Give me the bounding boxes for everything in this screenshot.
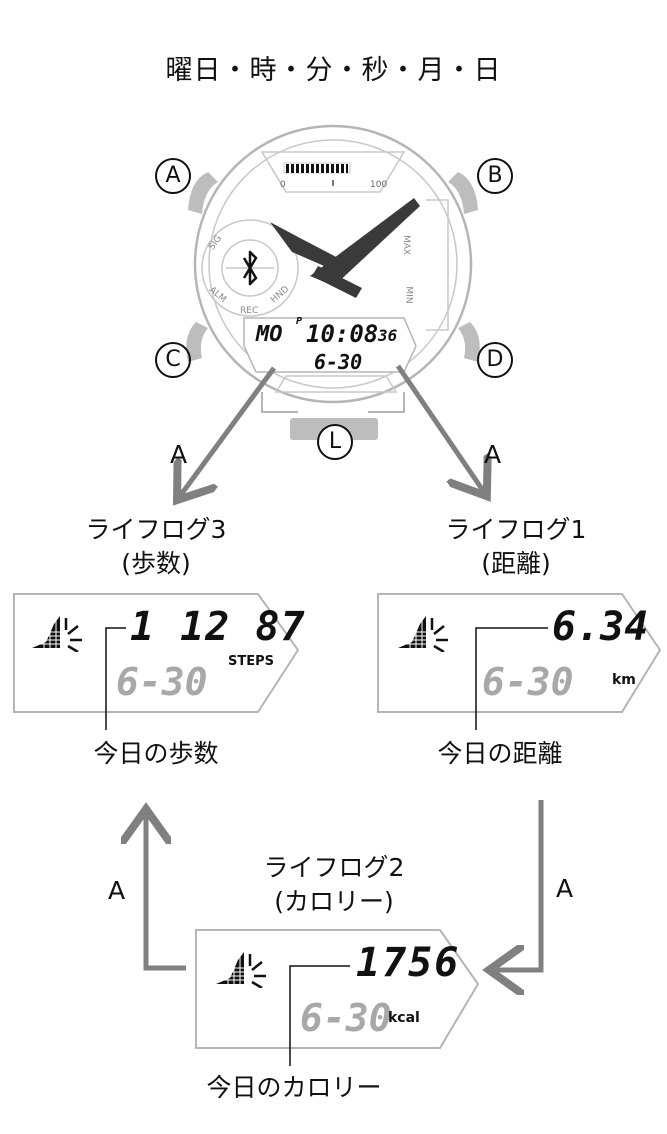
lifelog1-caption-pointer xyxy=(475,627,548,730)
button-d-shape[interactable] xyxy=(458,322,480,362)
lifelog1-caption: 今日の距離 xyxy=(437,739,563,768)
button-b-shape[interactable] xyxy=(448,172,478,214)
lifelog2-subtitle: (カロリー) xyxy=(274,887,394,916)
watch-time: 10:08 xyxy=(306,320,379,348)
side-label-min: MIN xyxy=(403,286,414,304)
arrow-label-bottom-right: A xyxy=(556,874,574,903)
button-c-shape[interactable] xyxy=(186,322,208,362)
bluetooth-icon xyxy=(242,250,258,286)
arrow-lifelog2-to-lifelog3 xyxy=(146,814,186,971)
button-b-label: B xyxy=(477,158,513,194)
lifelog2-date: 6-30 xyxy=(300,996,392,1040)
lifelog2-unit: kcal xyxy=(388,1010,420,1026)
arrow-to-lifelog1 xyxy=(395,364,484,492)
button-l-label: L xyxy=(317,424,353,460)
lifelog3-date: 6-30 xyxy=(116,660,208,704)
watch-seconds: 36 xyxy=(378,326,398,345)
lifelog3-caption-pointer xyxy=(105,627,126,730)
step-gauge xyxy=(283,162,351,174)
lifelog3-caption: 今日の歩数 xyxy=(93,739,219,768)
lifelog3-activity-icon xyxy=(30,612,86,656)
arrow-label-bottom-left: A xyxy=(108,876,126,905)
lifelog1-subtitle: (距離) xyxy=(481,549,551,578)
watch-day: MO xyxy=(256,322,283,347)
lifelog1-title: ライフログ1 xyxy=(445,515,587,544)
hour-hand xyxy=(270,222,342,272)
watch xyxy=(186,124,480,440)
lifelog3-unit: STEPS xyxy=(228,654,275,669)
watch-pm-indicator: P xyxy=(296,316,303,327)
lifelog1-activity-icon xyxy=(396,612,452,656)
lifelog2-activity-icon xyxy=(214,948,270,992)
lifelog2-title: ライフログ2 xyxy=(263,853,405,882)
lifelog2-screen xyxy=(195,929,480,1049)
watch-date: 6-30 xyxy=(314,350,363,374)
arrow-label-right: A xyxy=(484,440,502,469)
lifelog1-date: 6-30 xyxy=(482,660,574,704)
seconds-hand xyxy=(312,266,362,298)
button-a-label: A xyxy=(155,158,191,194)
lifelog2-caption-pointer xyxy=(289,965,350,1066)
lifelog2-caption: 今日のカロリー xyxy=(206,1073,382,1102)
side-label-max: MAX xyxy=(401,234,412,256)
lifelog1-value: 6.34 xyxy=(552,604,649,650)
arrow-to-lifelog3 xyxy=(180,366,277,496)
button-d-label: D xyxy=(477,342,513,378)
arrow-label-left: A xyxy=(170,440,188,469)
lifelog3-title: ライフログ3 xyxy=(85,515,227,544)
button-c-label: C xyxy=(155,342,191,378)
lifelog3-screen xyxy=(13,593,300,713)
step-gauge-bars xyxy=(286,164,348,173)
page-title: 曜日・時・分・秒・月・日 xyxy=(165,55,502,86)
lifelog1-screen xyxy=(377,593,662,713)
ring-label-rec: REC xyxy=(240,306,259,316)
button-a-shape[interactable] xyxy=(188,172,218,214)
lifelog1-unit: km xyxy=(612,672,636,688)
gauge-max-label: 100 xyxy=(370,180,388,190)
gauge-min-label: 0 xyxy=(280,180,286,190)
lifelog3-subtitle: (歩数) xyxy=(121,549,191,578)
lifelog2-value: 1756 xyxy=(356,940,461,986)
lifelog3-value: 1 12 87 xyxy=(130,604,306,650)
arrow-lifelog1-to-lifelog2 xyxy=(494,800,544,970)
